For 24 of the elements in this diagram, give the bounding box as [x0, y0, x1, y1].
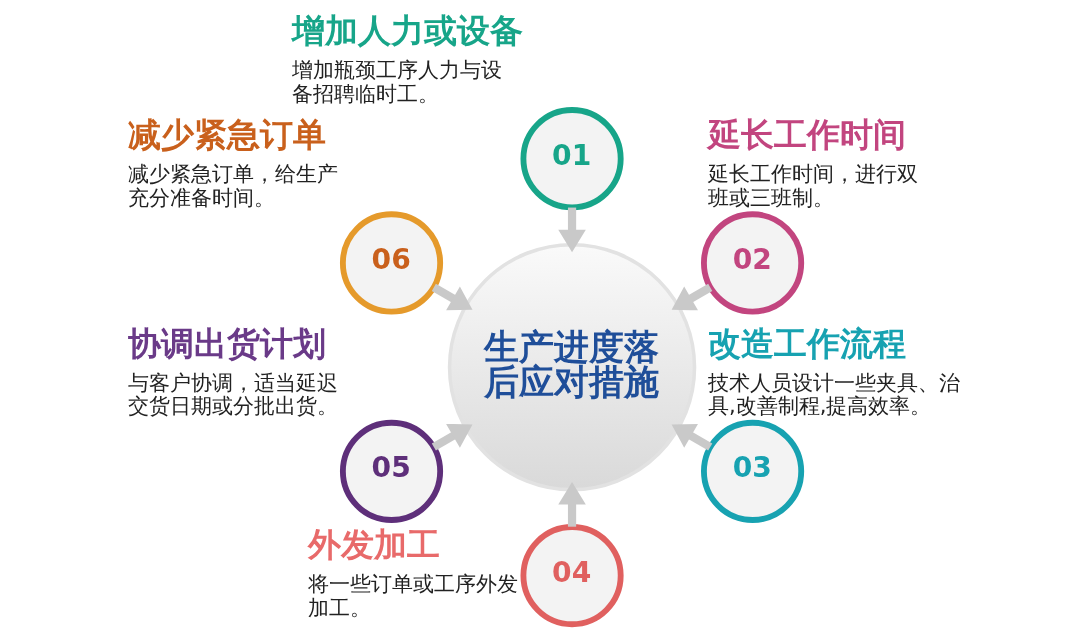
node-circle: 01 [520, 107, 624, 211]
node-label: 改造工作流程 [708, 324, 907, 363]
arrow [671, 283, 713, 311]
node-circle: 04 [520, 524, 624, 628]
node-circle: 06 [339, 211, 444, 315]
node-label: 技术人员设计一些夹具、治具,改善制程,提高效率。 [708, 369, 961, 419]
arrow [431, 283, 473, 311]
node-circle: 02 [701, 211, 805, 315]
node-label: 增加人力或设备 [291, 11, 523, 50]
node-label: 与客户协调，适当延迟交货日期或分批出货。 [127, 369, 338, 419]
arrow [558, 482, 586, 527]
node-label: 延长工作时间 [708, 116, 907, 155]
node-circle: 03 [701, 419, 805, 523]
node-label: 减少紧急订单，给生产充分准备时间。 [127, 161, 338, 210]
arrow [671, 423, 713, 451]
node-label: 增加瓶颈工序人力与设备招聘临时工。 [291, 57, 502, 106]
node-circle: 05 [339, 419, 444, 523]
arrow [558, 207, 586, 253]
node-label: 协调出货计划 [127, 324, 326, 363]
arrow [431, 423, 473, 451]
node-label: 减少紧急订单 [127, 116, 326, 155]
node-label: 外发加工 [308, 526, 441, 565]
node-label: 将一些订单或工序外发加工。 [308, 571, 519, 620]
node-label: 延长工作时间，进行双班或三班制。 [708, 161, 919, 210]
